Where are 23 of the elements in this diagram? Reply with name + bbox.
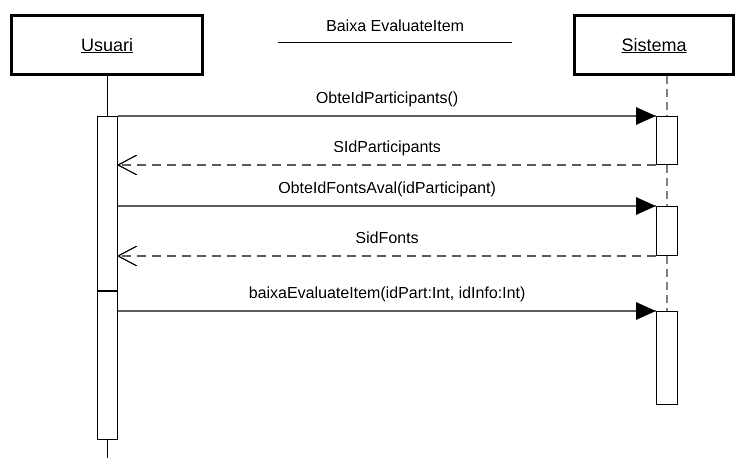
lifeline [666,76,668,116]
message-label: ObteIdFontsAval(idParticipant) [278,180,496,198]
activation-bar [656,116,678,165]
message-arrow [118,302,656,320]
message-label: ObteIdParticipants() [316,90,458,108]
diagram-title: Baixa EvaluateItem [278,18,512,43]
lifeline [107,76,108,116]
activation-bar [656,311,678,405]
lifeline [107,440,108,458]
message-label: SIdParticipants [333,139,441,157]
participant-box: Sistema [573,14,735,76]
return-arrow [117,245,656,267]
lifeline [666,164,668,206]
participant-box: Usuari [10,14,204,76]
lifeline [666,256,668,312]
message-arrow [118,197,656,215]
message-label: baixaEvaluateItem(idPart:Int, idInfo:Int) [248,285,526,303]
message-arrow [118,107,656,125]
activation-bar [97,291,118,440]
activation-bar [656,206,678,256]
message-label: SidFonts [355,230,419,248]
activation-bar [97,116,118,291]
return-arrow [117,154,656,176]
